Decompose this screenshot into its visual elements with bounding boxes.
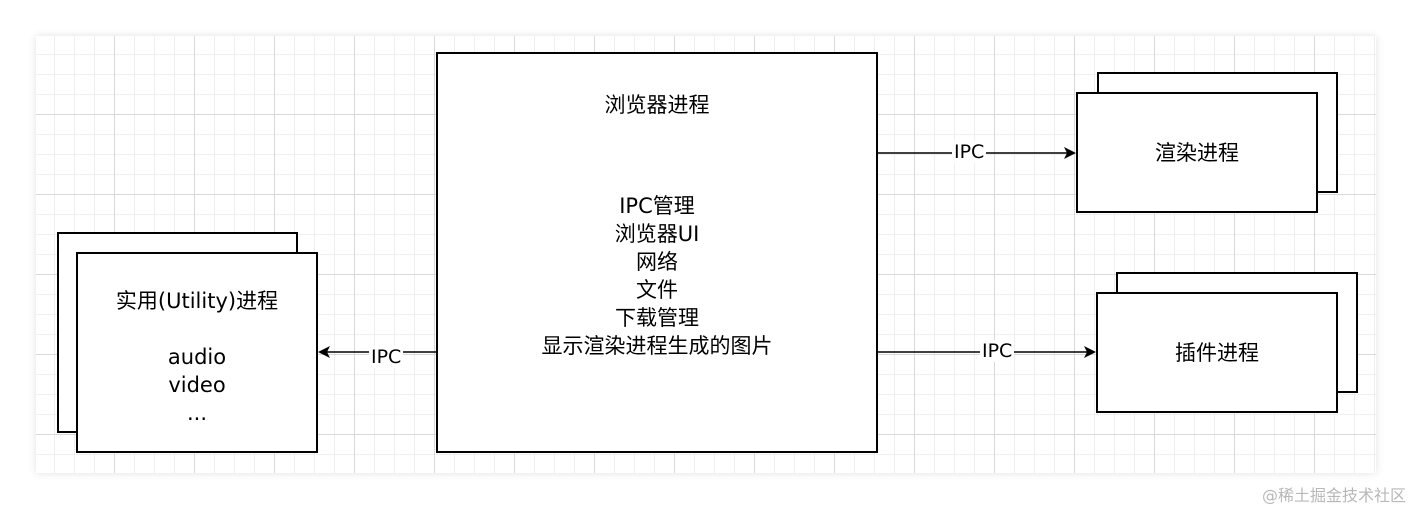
responsibility-item: 网络 bbox=[636, 250, 678, 274]
responsibility-item: 显示渲染进程生成的图片 bbox=[541, 334, 773, 358]
responsibility-item: 文件 bbox=[636, 278, 678, 302]
browser-process-box: 浏览器进程 IPC管理 浏览器UI 网络 文件 下载管理 显示渲染进程生成的图片 bbox=[436, 52, 878, 453]
responsibility-item: 浏览器UI bbox=[614, 222, 700, 246]
responsibility-item: IPC管理 bbox=[619, 194, 695, 218]
utility-item-video: video bbox=[168, 373, 226, 397]
utility-process-box: 实用(Utility)进程 audio video ... bbox=[76, 252, 318, 453]
ipc-label-utility: IPC bbox=[369, 346, 404, 368]
watermark-text: @稀土掘金技术社区 bbox=[1261, 486, 1406, 505]
utility-item-more: ... bbox=[186, 401, 208, 425]
ipc-label-renderer: IPC bbox=[952, 141, 987, 163]
plugin-process-box: 插件进程 bbox=[1096, 292, 1338, 413]
utility-item-audio: audio bbox=[167, 345, 227, 369]
browser-process-responsibilities: IPC管理 浏览器UI 网络 文件 下载管理 显示渲染进程生成的图片 bbox=[438, 192, 876, 360]
renderer-process-label: 渲染进程 bbox=[1155, 140, 1239, 165]
responsibility-item: 下载管理 bbox=[615, 306, 699, 330]
renderer-process-box: 渲染进程 bbox=[1076, 92, 1318, 213]
browser-process-title: 浏览器进程 bbox=[604, 93, 710, 117]
utility-process-title: 实用(Utility)进程 bbox=[115, 289, 279, 313]
plugin-process-label: 插件进程 bbox=[1175, 340, 1259, 365]
ipc-label-plugin: IPC bbox=[980, 340, 1015, 362]
